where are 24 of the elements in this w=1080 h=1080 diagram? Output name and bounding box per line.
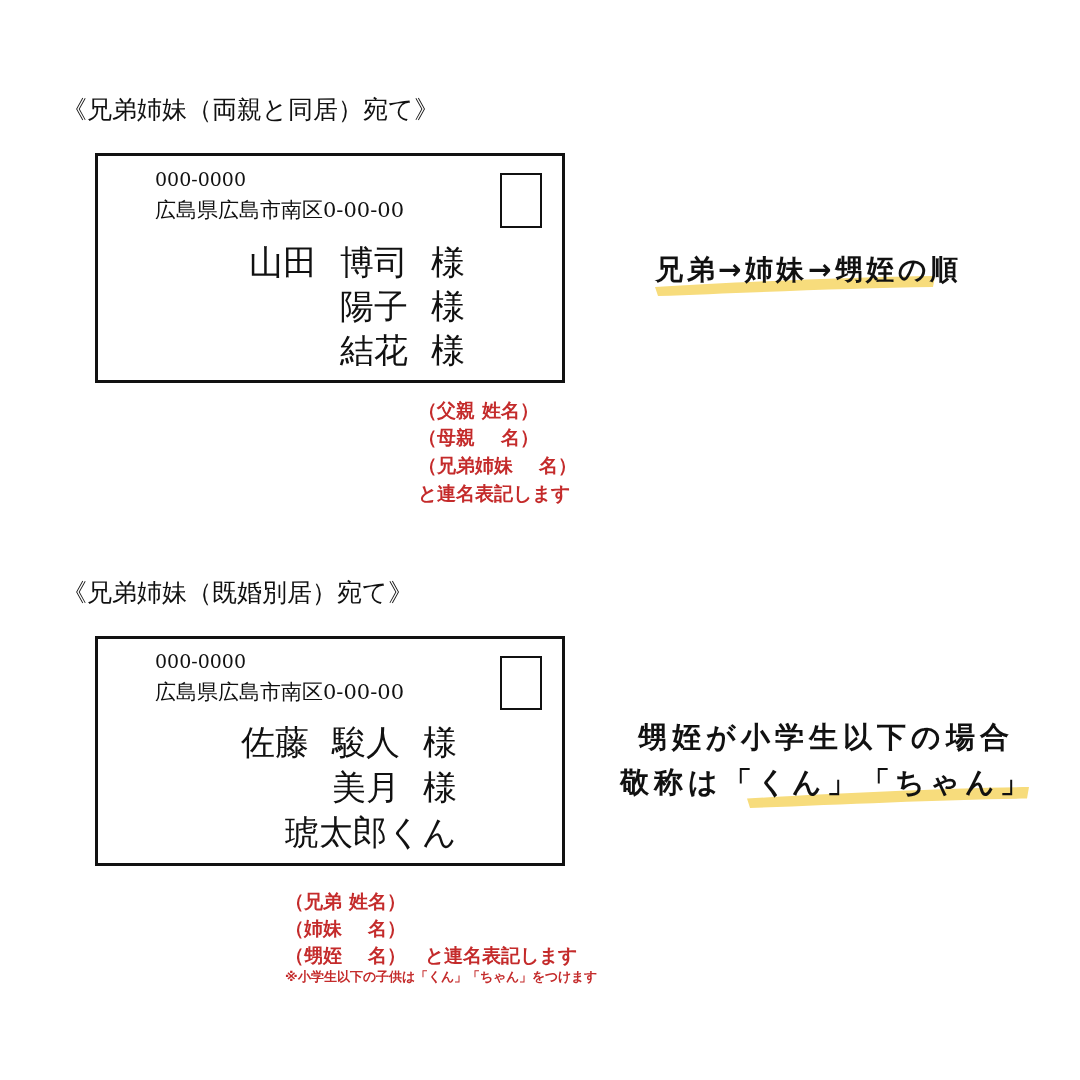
- envelope: [95, 636, 565, 866]
- stamp-box: [500, 656, 542, 710]
- stamp-box: [500, 173, 542, 228]
- recipient-name: 結花 様: [340, 328, 465, 372]
- note-text: と連名表記します: [418, 480, 570, 506]
- recipient-name: 琥太郎くん: [285, 810, 457, 854]
- section-heading: 《兄弟姉妹（既婚別居）宛て》: [62, 576, 413, 609]
- envelope: [95, 153, 565, 383]
- address-text: 広島県広島市南区0-00-00: [155, 196, 404, 224]
- postal-code: 000-0000: [155, 650, 247, 674]
- postal-code: 000-0000: [155, 168, 247, 192]
- section-heading: 《兄弟姉妹（両親と同居）宛て》: [62, 93, 439, 126]
- address-text: 広島県広島市南区0-00-00: [155, 678, 404, 706]
- note-text: （兄弟 姓名）: [285, 888, 406, 914]
- note-text: （姉妹 名）: [285, 915, 406, 941]
- note-text: ※小学生以下の子供は「くん」「ちゃん」をつけます: [285, 968, 597, 986]
- note-text: （甥姪 名） と連名表記します: [285, 942, 577, 968]
- note-text: （母親 名）: [418, 424, 539, 450]
- note-text: （兄弟姉妹 名）: [418, 452, 577, 478]
- recipient-name: 山田 博司 様: [249, 240, 465, 284]
- note-text: （父親 姓名）: [418, 397, 539, 423]
- recipient-name: 陽子 様: [340, 284, 465, 328]
- recipient-name: 佐藤 駿人 様: [241, 720, 457, 764]
- recipient-name: 美月 様: [332, 765, 457, 809]
